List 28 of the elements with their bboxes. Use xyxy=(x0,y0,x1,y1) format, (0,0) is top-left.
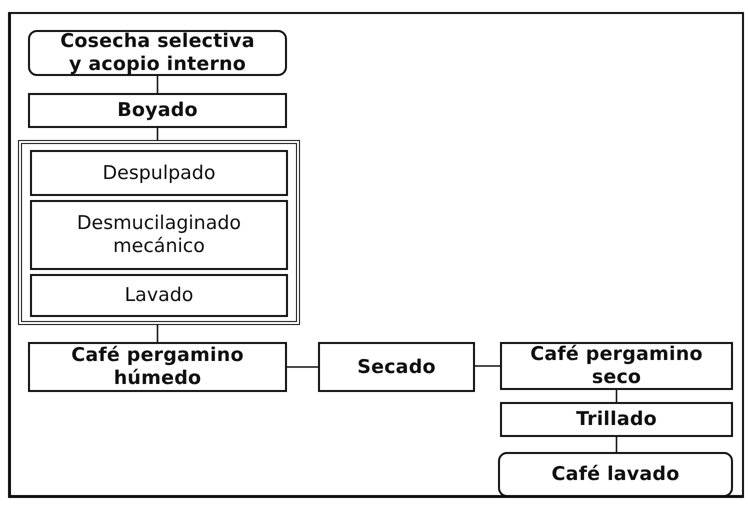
step-label: Café pergamino seco xyxy=(529,343,704,389)
process-box xyxy=(30,150,288,196)
connector-line xyxy=(156,128,158,140)
process-box xyxy=(500,402,733,437)
step-label: Boyado xyxy=(116,99,199,122)
step-label: Despulpado xyxy=(102,162,216,184)
connector-line xyxy=(156,325,158,342)
process-box xyxy=(500,342,733,390)
connector-line xyxy=(287,366,318,368)
terminal-box xyxy=(28,30,287,76)
connector-line xyxy=(616,390,618,402)
group-box xyxy=(18,140,300,325)
connector-line xyxy=(475,365,500,367)
step-label: Desmucilaginado mecánico xyxy=(76,212,242,258)
process-box xyxy=(30,200,288,270)
process-box xyxy=(30,274,288,317)
step-label: Café pergamino húmedo xyxy=(70,344,245,390)
terminal-box xyxy=(498,452,733,497)
process-box xyxy=(318,342,475,392)
connector-line xyxy=(156,76,158,93)
step-label: Cosecha selectiva y acopio interno xyxy=(59,30,256,76)
connector-line xyxy=(616,437,618,452)
process-box xyxy=(28,93,287,128)
step-label: Secado xyxy=(356,356,437,378)
step-label: Trillado xyxy=(575,408,658,431)
step-label: Café lavado xyxy=(550,463,680,486)
process-box xyxy=(28,342,287,392)
step-label: Lavado xyxy=(124,284,194,307)
